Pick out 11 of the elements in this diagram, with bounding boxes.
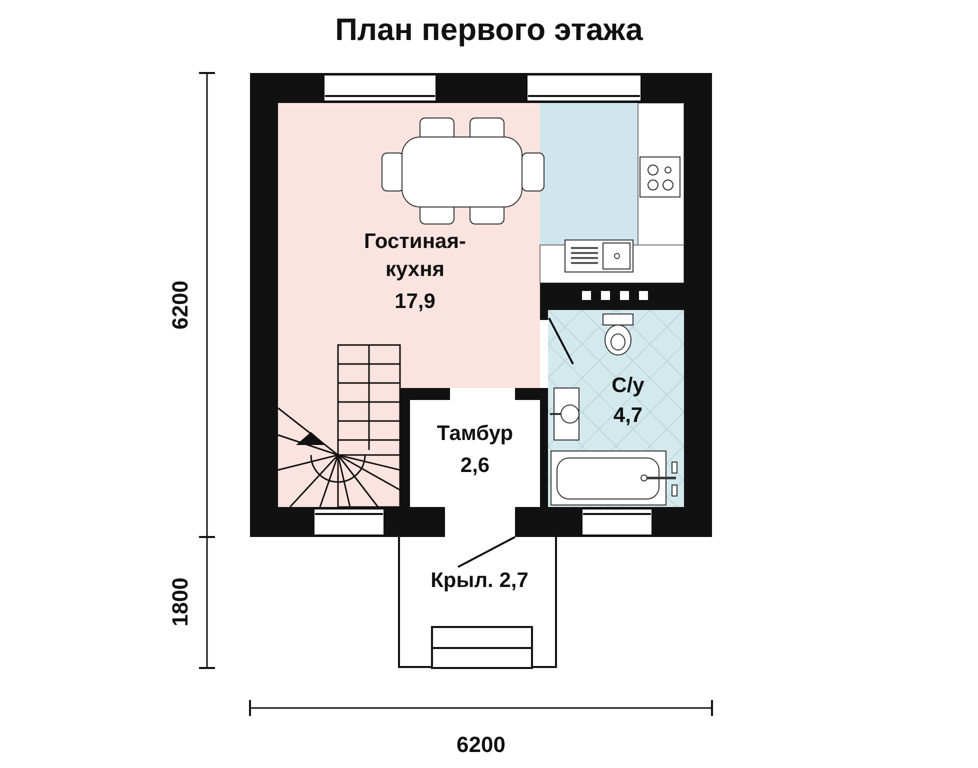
room-name: Тамбур xyxy=(436,421,514,447)
room-name: С/у xyxy=(610,373,646,399)
plan-title: План первого этажа xyxy=(334,12,644,48)
dimension-value: 1800 xyxy=(167,578,193,626)
area-value: 4,7 xyxy=(612,403,644,429)
area-value: 17,9 xyxy=(394,289,436,315)
dimension-value: 6200 xyxy=(456,732,506,758)
room-label: Крыл. 2,7 xyxy=(430,568,530,594)
dimension-value: 6200 xyxy=(167,280,193,330)
area-value: 2,6 xyxy=(459,453,491,479)
room-name: Гостиная-кухня xyxy=(363,229,467,284)
